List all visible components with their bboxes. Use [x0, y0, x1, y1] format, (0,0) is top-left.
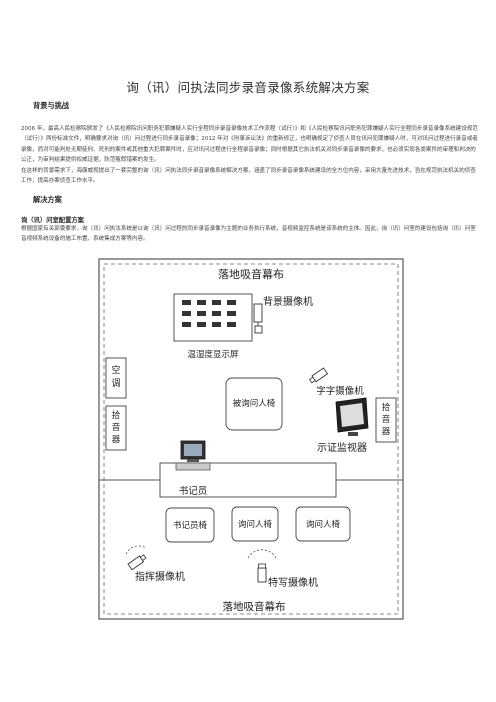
paragraph: 在这样的背景需求下，海康威视提出了一套完整的询（讯）问执法同步录音录像系统解决方… [21, 167, 476, 185]
temp-display-icon [173, 293, 253, 342]
pickup-right-char: 器 [382, 427, 391, 437]
room-layout-diagram: 落地吸音幕布 温湿度显示屏 背景摄像机 空 调 拾 音 器 拾 音 器 被询问人… [98, 258, 404, 620]
section-heading-background: 背景与挑战 [33, 101, 69, 110]
clerk-label: 书记员 [179, 485, 208, 497]
pickup-left-char: 拾 [112, 410, 121, 421]
paragraph: 2006 年，最高人民检察院颁发了《人民检察院讯问职务犯罪嫌疑人实行全程同步录音… [21, 126, 478, 164]
aircon-label-1: 空 [111, 364, 120, 376]
temp-display-label: 温湿度显示屏 [187, 349, 239, 360]
pickup-right-char: 拾 [382, 402, 391, 413]
page-title: 询（讯）问执法同步录音录像系统解决方案 [126, 80, 370, 95]
curtain-label-top: 落地吸音幕布 [218, 267, 284, 281]
closeup-camera-arc [247, 549, 277, 559]
command-camera-arc [125, 545, 147, 555]
suspect-chair [225, 377, 283, 431]
curtain-label-bottom: 落地吸音幕布 [223, 600, 286, 613]
clerk-chair-label: 书记员椅 [173, 520, 208, 531]
pickup-right-icon [375, 397, 397, 443]
pickup-left-char: 音 [112, 422, 121, 433]
pickup-right-char: 音 [382, 414, 391, 425]
interrogator-chair-1-label: 询问人椅 [238, 519, 273, 530]
subtitle-camera-icon [309, 367, 329, 384]
bg-camera-label: 背景摄像机 [263, 295, 313, 308]
pickup-left-icon [105, 405, 127, 451]
bg-camera-icon [253, 303, 263, 334]
section-heading-solution: 解决方案 [33, 195, 62, 204]
aircon-label-2: 调 [111, 378, 120, 389]
room-wall [98, 258, 404, 620]
monitor-label: 示证监视器 [317, 441, 367, 454]
monitor-icon [335, 397, 369, 436]
subsection-heading: 询（讯）问室配置方案 [21, 217, 84, 224]
closeup-camera-icon [257, 563, 267, 583]
command-camera-icon [127, 554, 147, 571]
suspect-chair-label: 被询问人椅 [233, 398, 276, 409]
closeup-camera-label: 特写摄像机 [268, 576, 318, 589]
aircon-icon [105, 357, 127, 399]
pickup-left-char: 器 [112, 435, 121, 445]
computer-icon [175, 440, 211, 471]
interrogator-chair-2 [295, 506, 351, 542]
clerk-chair [165, 507, 215, 543]
paragraph: 根据国家有关部委要求，询（讯）问执法系统是以询（讯）问过程的同步录音录像为主题的… [21, 226, 476, 243]
command-camera-label: 指挥摄像机 [135, 570, 185, 583]
interrogator-chair-1 [231, 506, 279, 542]
subtitle-camera-label: 字字摄像机 [316, 385, 364, 397]
background-text: 2006 年，最高人民检察院颁发了《人民检察院讯问职务犯罪嫌疑人实行全程同步录音… [21, 124, 479, 186]
solution-text: 根据国家有关部委要求，询（讯）问执法系统是以询（讯）问过程的同步录音录像为主题的… [21, 224, 479, 245]
interrogator-chair-2-label: 询问人椅 [306, 519, 341, 530]
curtain-outline [103, 263, 399, 615]
